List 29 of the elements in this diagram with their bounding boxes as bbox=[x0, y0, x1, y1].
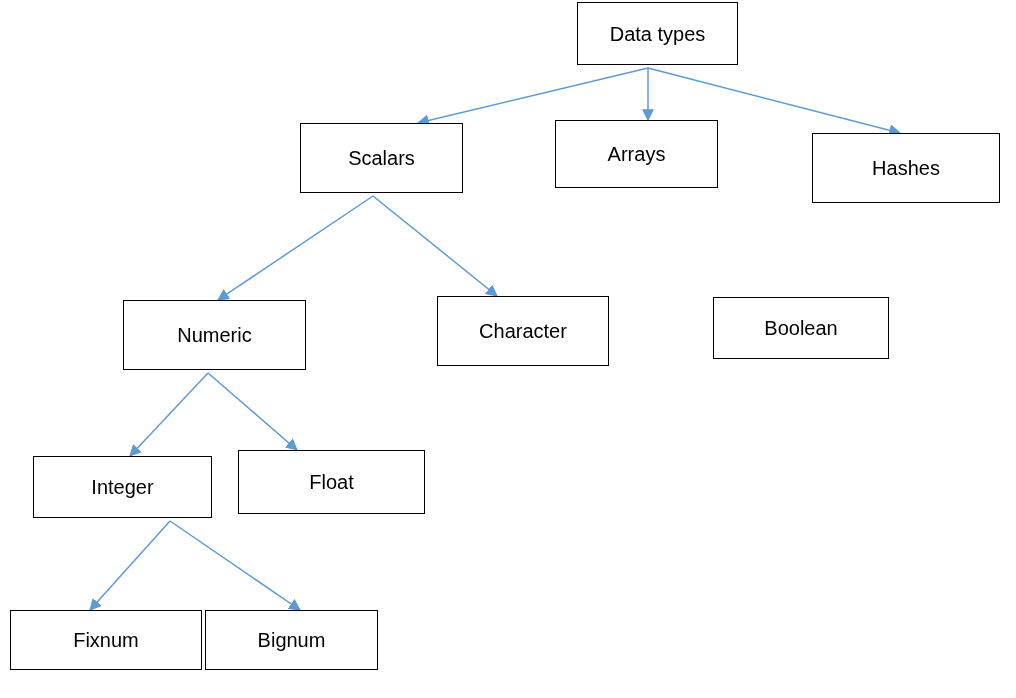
node-label: Character bbox=[479, 319, 567, 344]
node-label: Fixnum bbox=[73, 628, 139, 653]
process-box bbox=[713, 297, 889, 359]
node-label: Numeric bbox=[177, 323, 252, 348]
node-label: Hashes bbox=[872, 156, 940, 181]
arrow bbox=[169, 520, 301, 611]
arrow bbox=[89, 520, 171, 611]
node-label: Float bbox=[309, 470, 354, 495]
process-box bbox=[577, 2, 738, 65]
arrow bbox=[217, 195, 374, 301]
arrow bbox=[207, 372, 298, 451]
process-box bbox=[123, 300, 306, 370]
node-label: Data types bbox=[609, 21, 706, 47]
node-label: Integer bbox=[91, 475, 154, 500]
process-box bbox=[812, 133, 1000, 203]
process-box bbox=[555, 120, 718, 188]
process-box bbox=[238, 450, 425, 514]
arrow bbox=[129, 372, 209, 457]
arrow bbox=[372, 195, 498, 297]
process-box bbox=[10, 610, 202, 670]
process-box bbox=[205, 610, 378, 670]
node-label: Bignum bbox=[257, 628, 326, 653]
process-box bbox=[437, 296, 609, 366]
node-label: Arrays bbox=[607, 142, 666, 167]
node-label: Scalars bbox=[348, 146, 415, 171]
process-box bbox=[300, 123, 463, 193]
node-label: Boolean bbox=[764, 316, 838, 341]
process-box bbox=[33, 456, 212, 518]
arrow bbox=[642, 67, 654, 122]
